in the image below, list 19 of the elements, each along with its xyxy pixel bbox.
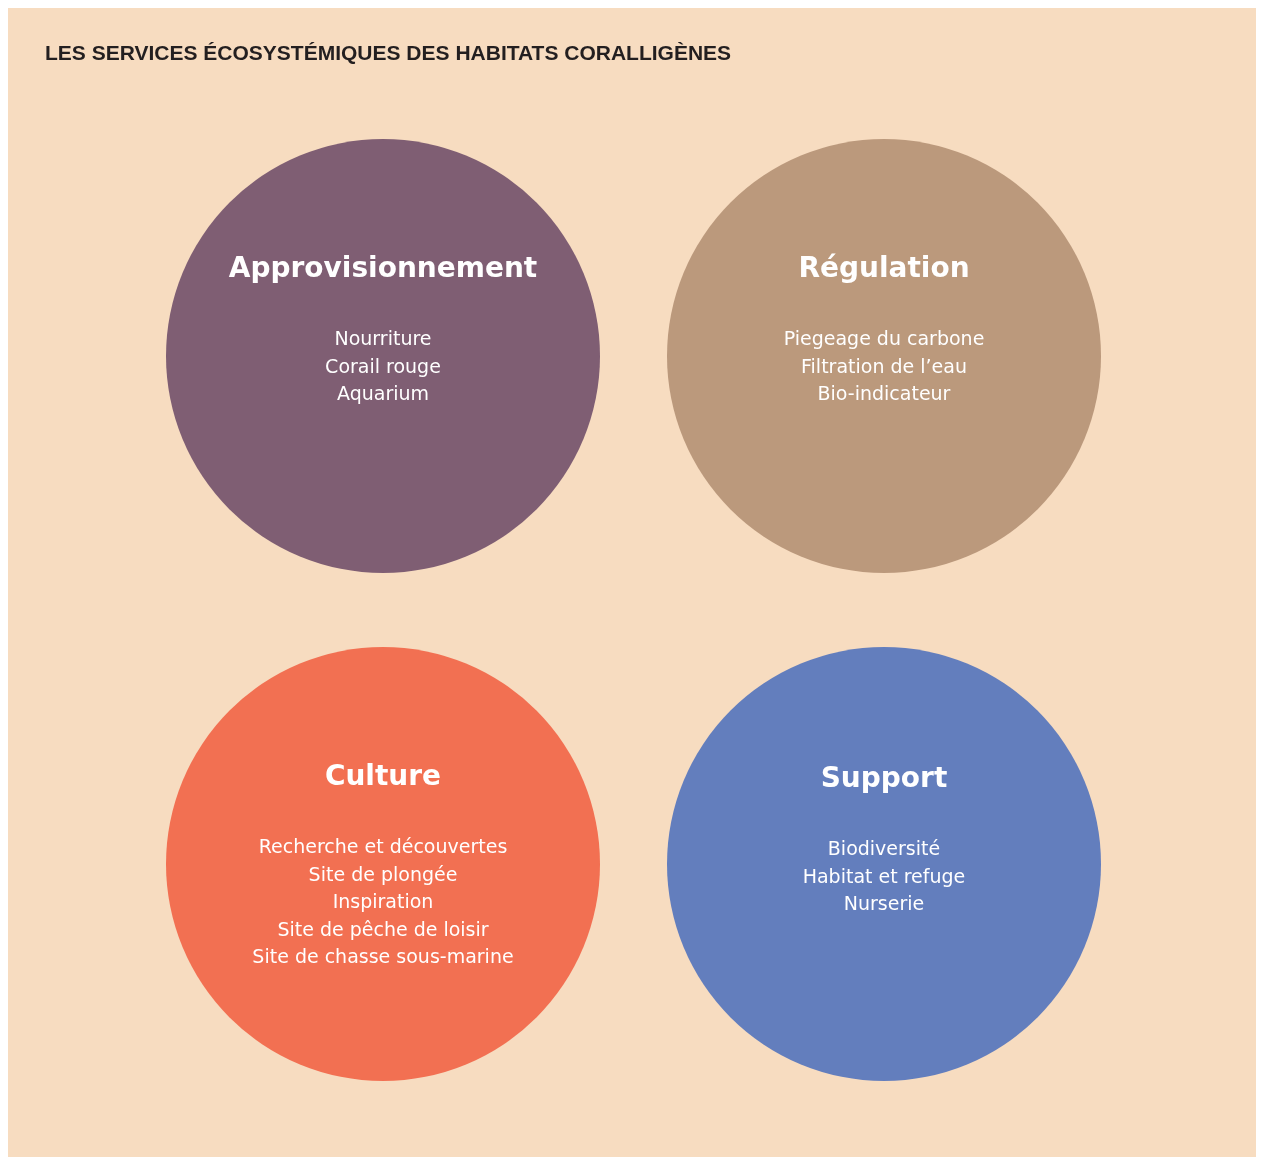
diagram-title: LES SERVICES ÉCOSYSTÉMIQUES DES HABITATS CORALLIGÈNES — [45, 41, 732, 65]
service-item: Recherche et découvertes — [258, 835, 508, 857]
service-item: Site de pêche de loisir — [277, 917, 489, 940]
category-heading: Approvisionnement — [228, 251, 538, 284]
category-heading: Culture — [324, 759, 442, 792]
service-item: Biodiversité — [827, 837, 941, 859]
service-item: Aquarium — [336, 382, 430, 404]
service-item: Nourriture — [334, 327, 432, 349]
service-item: Habitat et refuge — [802, 864, 966, 887]
service-item: Piegeage du carbone — [783, 327, 985, 349]
service-item: Filtration de l’eau — [801, 354, 967, 377]
category-heading: Support — [820, 761, 948, 794]
service-item: Bio-indicateur — [817, 382, 951, 404]
service-item: Site de plongée — [308, 862, 458, 885]
service-item: Nurserie — [843, 892, 925, 914]
service-item: Site de chasse sous-marine — [252, 945, 514, 967]
service-item: Corail rouge — [325, 354, 441, 377]
service-item: Inspiration — [332, 890, 434, 912]
category-heading: Régulation — [798, 251, 970, 284]
